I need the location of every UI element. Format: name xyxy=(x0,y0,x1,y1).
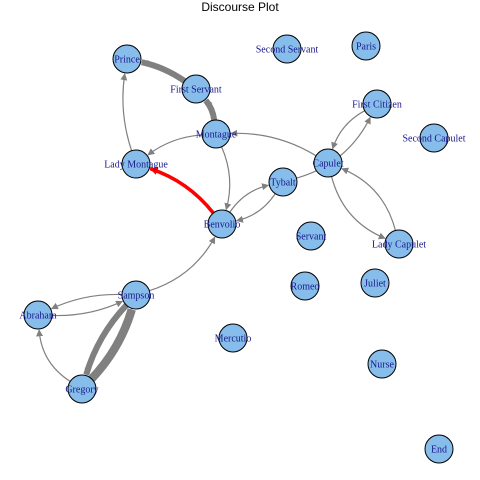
node-circle xyxy=(268,167,298,197)
node-circle xyxy=(121,149,151,179)
node-first-servant: First Servant xyxy=(170,74,222,104)
node-capulet: Capulet xyxy=(312,148,344,178)
node-label: End xyxy=(431,445,447,456)
node-circle xyxy=(351,31,381,61)
edge-first-servant-to-prince xyxy=(140,59,187,84)
node-label: First Citizen xyxy=(352,100,402,111)
edge-sampson-to-gregory xyxy=(83,303,129,376)
node-circle xyxy=(367,349,397,379)
node-label: Abraham xyxy=(19,311,56,322)
node-abraham: Abraham xyxy=(19,300,57,330)
node-circle xyxy=(218,323,248,353)
node-juliet: Juliet xyxy=(360,268,390,298)
node-label: Montague xyxy=(196,130,237,141)
node-romeo: Romeo xyxy=(290,271,320,301)
edge-first-citizen-to-capulet xyxy=(331,110,365,150)
node-label: Prince xyxy=(114,55,140,66)
node-circle xyxy=(112,44,142,74)
node-label: Mercutio xyxy=(215,334,252,345)
edge-capulet-to-lady-capulet xyxy=(330,176,386,240)
node-label: Second Capulet xyxy=(402,134,465,145)
edge-benvolio-to-tybalt xyxy=(229,183,270,213)
node-first-citizen: First Citizen xyxy=(352,89,402,119)
node-sampson: Sampson xyxy=(118,280,155,310)
node-circle xyxy=(272,34,302,64)
edge-montague-to-benvolio xyxy=(221,146,232,211)
node-label: Paris xyxy=(356,42,376,53)
node-end: End xyxy=(424,434,454,464)
node-circle xyxy=(360,268,390,298)
node-circle xyxy=(201,119,231,149)
node-circle xyxy=(181,74,211,104)
edge-abraham-to-sampson xyxy=(51,300,124,317)
edge-tybalt-to-benvolio xyxy=(235,193,276,223)
node-circle xyxy=(362,89,392,119)
edge-capulet-to-montague xyxy=(230,129,317,157)
node-montague: Montague xyxy=(196,119,237,149)
node-label: Sampson xyxy=(118,291,155,302)
node-circle xyxy=(207,209,237,239)
node-label: First Servant xyxy=(170,85,222,96)
node-circle xyxy=(384,229,414,259)
edge-montague-to-lady-montague xyxy=(147,134,203,156)
plot-title: Discourse Plot xyxy=(201,0,279,14)
node-gregory: Gregory xyxy=(65,374,99,404)
node-tybalt: Tybalt xyxy=(268,167,298,197)
edge-benvolio-to-lady-montague xyxy=(149,166,215,215)
edge-montague-to-first-servant xyxy=(203,98,218,121)
edges-layer xyxy=(36,59,397,382)
node-label: Lady Montague xyxy=(104,160,168,171)
node-benvolio: Benvolio xyxy=(204,209,241,239)
edge-gregory-to-sampson xyxy=(88,308,136,382)
edge-sampson-to-abraham xyxy=(50,293,123,310)
node-circle xyxy=(424,434,454,464)
node-circle xyxy=(419,123,449,153)
node-circle xyxy=(67,374,97,404)
node-servant: Servant xyxy=(296,221,327,251)
node-label: Lady Capulet xyxy=(372,240,426,251)
node-label: Juliet xyxy=(364,279,386,290)
edge-sampson-to-benvolio xyxy=(149,236,216,292)
edge-lady-montague-to-prince xyxy=(120,73,133,151)
node-label: Servant xyxy=(296,232,327,243)
node-circle xyxy=(290,271,320,301)
node-lady-capulet: Lady Capulet xyxy=(372,229,426,259)
node-circle xyxy=(296,221,326,251)
node-second-capulet: Second Capulet xyxy=(402,123,466,153)
node-lady-montague: Lady Montague xyxy=(104,149,168,179)
node-paris: Paris xyxy=(351,31,381,61)
node-mercutio: Mercutio xyxy=(215,323,252,353)
node-nurse: Nurse xyxy=(367,349,397,379)
node-circle xyxy=(121,280,151,310)
node-label: Tybalt xyxy=(270,178,296,189)
node-circle xyxy=(313,148,343,178)
edge-lady-capulet-to-capulet xyxy=(341,167,397,231)
edge-gregory-to-abraham xyxy=(36,329,71,382)
node-label: Second Servant xyxy=(256,45,319,56)
node-prince: Prince xyxy=(112,44,142,74)
node-circle xyxy=(23,300,53,330)
node-label: Gregory xyxy=(65,385,98,396)
node-label: Benvolio xyxy=(204,220,241,231)
node-label: Capulet xyxy=(312,159,343,170)
node-label: Romeo xyxy=(291,282,320,293)
node-second-servant: Second Servant xyxy=(256,34,319,64)
node-label: Nurse xyxy=(370,360,394,371)
